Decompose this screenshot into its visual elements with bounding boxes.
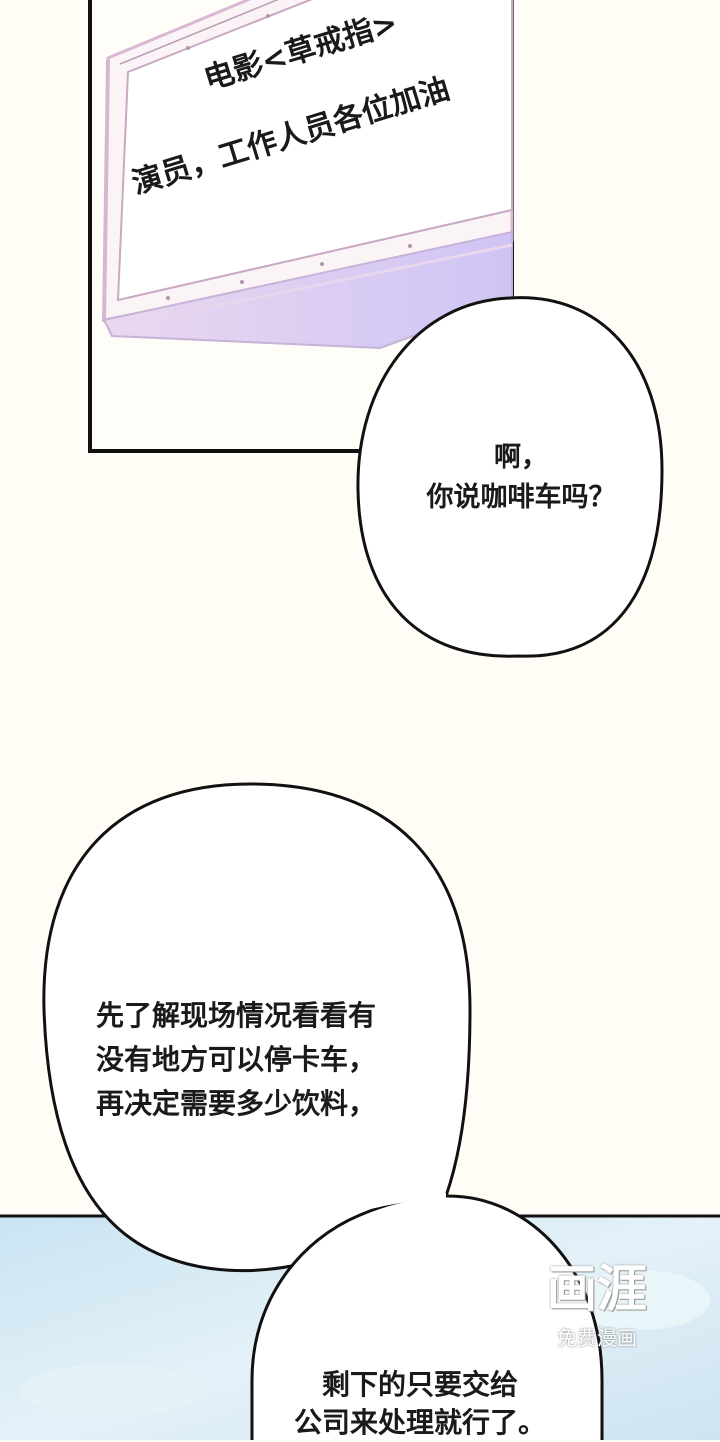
speech-bubble-1 [356,296,664,658]
bubble-2-line: 再决定需要多少饮料， [96,1087,377,1120]
bubble-3-line: 公司来处理就行了。 [293,1406,546,1439]
bubble-1-line: 你说咖啡车吗？ [426,482,616,513]
bubble-1-line: 啊， [494,442,548,473]
speech-bubble-2 [42,782,472,1272]
bubble-2-text: 先了解现场情况看看有 没有地方可以停卡车， 再决定需要多少饮料， [96,994,376,1126]
watermark-logo: 画涯 [547,1260,647,1318]
bubble-1-text: 啊， 你说咖啡车吗？ [396,438,646,518]
bubble-3-line: 剩下的只要交给 [321,1368,518,1401]
bubble-2-line: 先了解现场情况看看有 [96,999,377,1032]
speech-bubble-3 [250,1194,604,1440]
watermark-subtitle: 免费漫画 [557,1326,637,1350]
top-panel [88,0,514,453]
bubble-3-text: 剩下的只要交给 公司来处理就行了。 [240,1366,600,1442]
bubble-2-line: 没有地方可以停卡车， [96,1043,377,1076]
watermark: 画涯 免费漫画 [532,1258,662,1358]
